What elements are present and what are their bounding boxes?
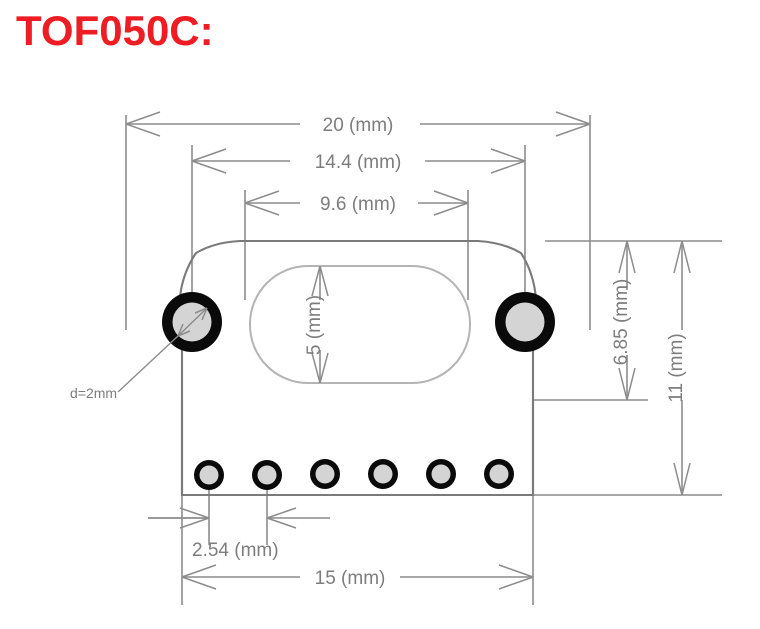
dimension-body-width: 15 (mm) xyxy=(181,564,534,590)
page-title: TOF050C: xyxy=(16,7,214,54)
dim-label-hole-span: 14.4 (mm) xyxy=(315,152,402,173)
dim-label-overall-height: 11 (mm) xyxy=(666,333,687,402)
dimension-hole-span: 14.4 (mm) xyxy=(191,148,526,174)
board-outline-path xyxy=(178,239,538,497)
callout-hole-diameter: d=2mm xyxy=(70,307,208,401)
pin-hole xyxy=(310,459,340,489)
dim-label-hole-diameter: d=2mm xyxy=(70,385,117,401)
dim-label-hole-to-pin-row: 6.85 (mm) xyxy=(611,279,632,366)
dimension-window-height: 5 (mm) xyxy=(304,265,329,384)
mounting-hole-right xyxy=(495,292,555,352)
dimension-hole-to-pin-row: 6.85 (mm) xyxy=(611,240,636,401)
pin-hole xyxy=(484,459,514,489)
dim-label-pin-pitch: 2.54 (mm) xyxy=(192,540,279,561)
dim-label-window-width: 9.6 (mm) xyxy=(320,194,396,215)
sensor-window-outline xyxy=(249,265,471,384)
dimension-pin-pitch: 2.54 (mm) xyxy=(148,507,330,561)
dim-label-body-width: 15 (mm) xyxy=(315,568,386,589)
dim-label-window-height: 5 (mm) xyxy=(304,295,325,355)
dimension-overall-height: 11 (mm) xyxy=(666,240,691,496)
dimension-overall-width: 20 (mm) xyxy=(125,111,591,137)
pin-hole-row xyxy=(194,459,514,490)
dim-label-overall-width: 20 (mm) xyxy=(323,115,394,136)
pin-hole xyxy=(426,459,456,489)
pin-hole xyxy=(194,460,224,490)
board-outline-group xyxy=(178,239,538,497)
dimension-window-width: 9.6 (mm) xyxy=(244,190,469,216)
pin-hole xyxy=(368,459,398,489)
pin-hole xyxy=(252,460,282,490)
extension-lines xyxy=(125,115,722,605)
